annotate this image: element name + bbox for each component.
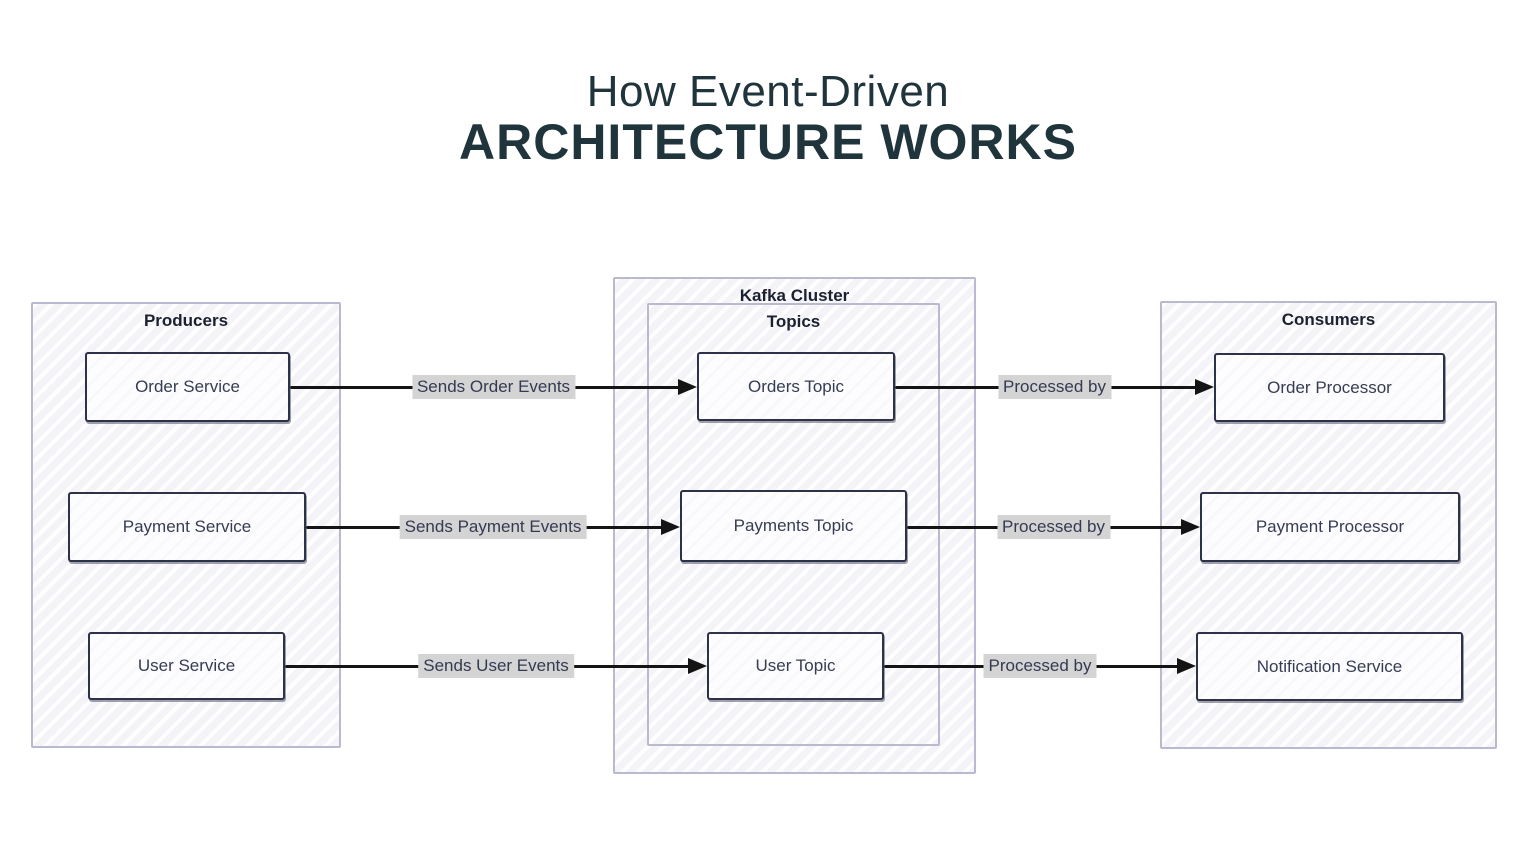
container-producers-label: Producers (143, 311, 229, 330)
edge-label-sends-payment-events: Sends Payment Events (399, 515, 587, 539)
node-order-processor: Order Processor (1214, 353, 1445, 422)
edge-order-service-to-orders-topic: Sends Order Events (290, 367, 697, 407)
edge-label-processed-by: Processed by (998, 375, 1111, 399)
edge-user-topic-to-notification-service: Processed by (884, 646, 1196, 686)
node-payment-processor: Payment Processor (1200, 492, 1460, 562)
container-consumers-label: Consumers (1281, 310, 1376, 329)
node-payment-service: Payment Service (68, 492, 306, 562)
arrowhead-right-icon (661, 519, 680, 535)
edge-payments-topic-to-payment-processor: Processed by (907, 507, 1200, 547)
container-topics-label: Topics (766, 312, 821, 331)
edge-user-service-to-user-topic: Sends User Events (285, 646, 707, 686)
page-title: How Event-Driven ARCHITECTURE WORKS (0, 67, 1536, 171)
arrowhead-right-icon (1181, 519, 1200, 535)
page-title-line2: ARCHITECTURE WORKS (459, 114, 1077, 171)
edge-label-sends-order-events: Sends Order Events (411, 375, 576, 399)
edge-payment-service-to-payments-topic: Sends Payment Events (306, 507, 680, 547)
node-order-service: Order Service (85, 352, 290, 422)
edge-label-sends-user-events: Sends User Events (418, 654, 574, 678)
arrowhead-right-icon (1177, 658, 1196, 674)
edge-orders-topic-to-order-processor: Processed by (895, 367, 1214, 407)
arrowhead-right-icon (1195, 379, 1214, 395)
arrowhead-right-icon (688, 658, 707, 674)
node-payments-topic: Payments Topic (680, 490, 907, 562)
arrowhead-right-icon (678, 379, 697, 395)
node-user-topic: User Topic (707, 632, 884, 700)
page-title-line1: How Event-Driven (586, 67, 950, 116)
edge-label-processed-by: Processed by (997, 515, 1110, 539)
node-orders-topic: Orders Topic (697, 352, 895, 421)
container-kafka-cluster-label: Kafka Cluster (739, 286, 850, 305)
node-notification-service: Notification Service (1196, 632, 1463, 701)
node-user-service: User Service (88, 632, 285, 700)
edge-label-processed-by: Processed by (983, 654, 1097, 678)
